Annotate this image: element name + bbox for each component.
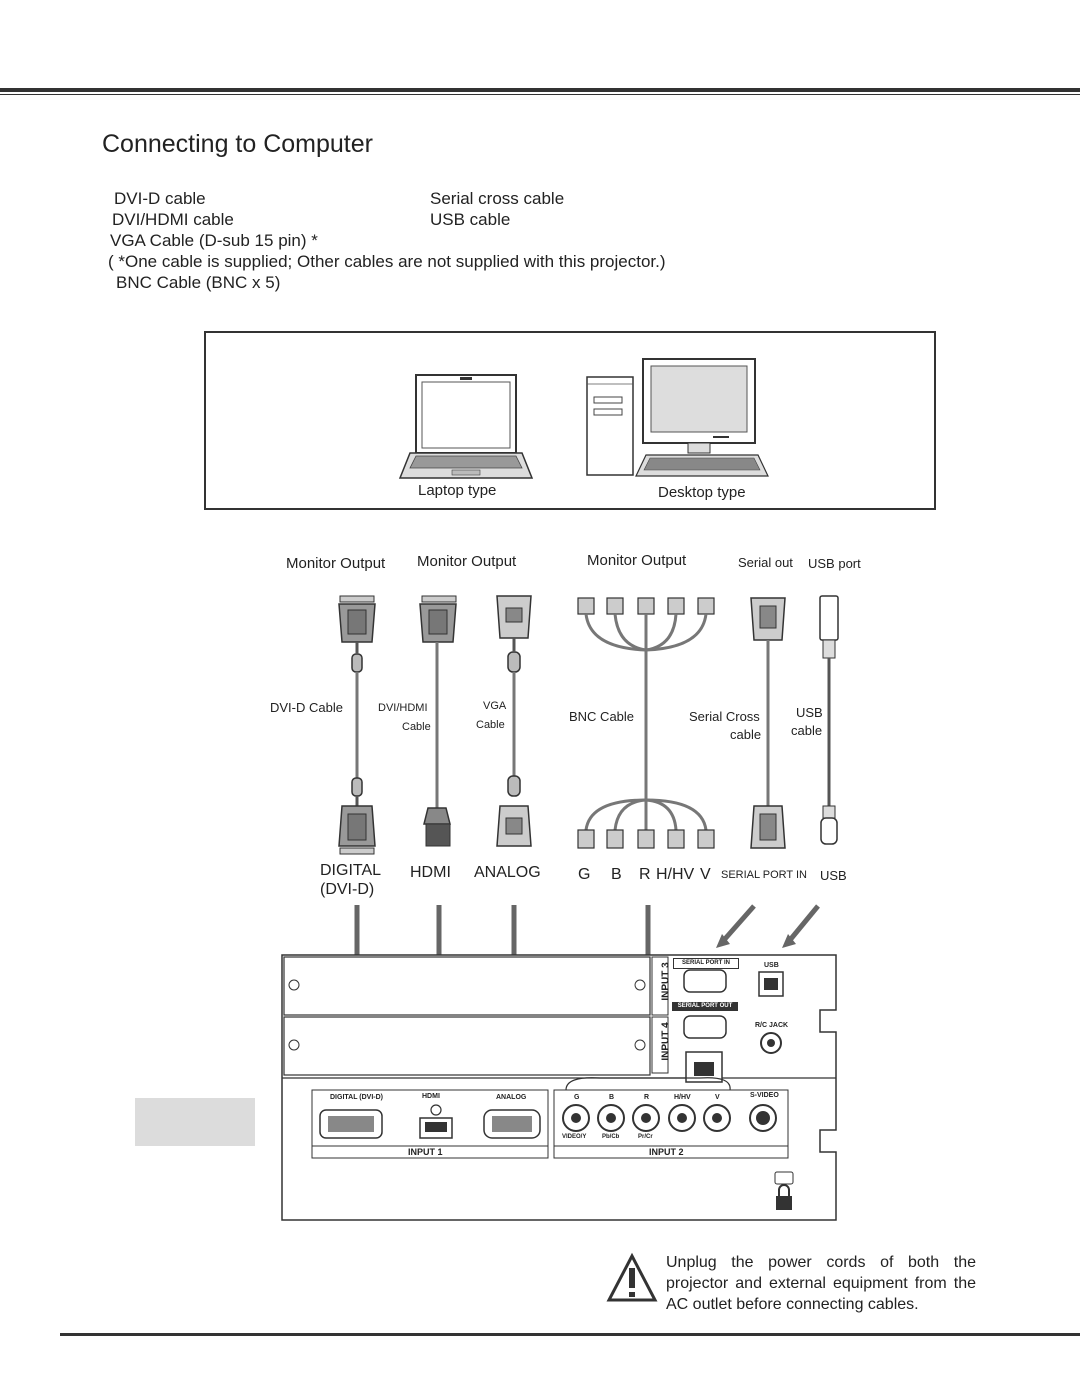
- panel-v-label: V: [715, 1094, 720, 1101]
- header-rule-thick: [0, 88, 1080, 92]
- cable-dvi-hdmi: DVI/HDMI cable: [112, 210, 234, 229]
- cable-bnc: BNC Cable (BNC x 5): [116, 273, 281, 292]
- panel-video-y-label: VIDEO/Y: [562, 1134, 587, 1140]
- port-v-label: V: [700, 866, 711, 883]
- vga-cable: [496, 595, 532, 847]
- dvi-d-cable-label: DVI-D Cable: [270, 700, 343, 715]
- computer-box: [204, 331, 936, 510]
- dvi-hdmi-cable-label-1: DVI/HDMI: [378, 702, 428, 714]
- cable-dvi-d: DVI-D cable: [114, 189, 206, 208]
- panel-serial-in-label: SERIAL PORT IN: [673, 958, 739, 969]
- panel-svideo-label: S-VIDEO: [750, 1092, 779, 1099]
- port-analog-label: ANALOG: [474, 864, 541, 881]
- warning-text: Unplug the power cords of both the proje…: [666, 1254, 976, 1313]
- panel-input1-label: INPUT 1: [408, 1147, 443, 1157]
- panel-digital-label: DIGITAL (DVI-D): [330, 1094, 384, 1101]
- cable-vga: VGA Cable (D-sub 15 pin) *: [110, 231, 318, 250]
- panel-input4-label: INPUT 4: [660, 1022, 672, 1061]
- panel-b-label: B: [609, 1094, 615, 1101]
- warning-icon: [606, 1252, 658, 1302]
- monitor-output-label-3: Monitor Output: [587, 552, 687, 569]
- serial-cable-label-1: Serial Cross: [689, 709, 760, 724]
- usb-cable: [819, 595, 839, 845]
- bnc-cable: [577, 597, 715, 849]
- dvi-d-cable: [338, 595, 376, 855]
- port-b-label: B: [611, 866, 622, 883]
- port-usb-label: USB: [820, 868, 847, 883]
- footer-rule: [60, 1333, 1080, 1336]
- port-dvi-d-label: (DVI-D): [320, 881, 375, 898]
- serial-out-label: Serial out: [738, 555, 793, 570]
- page-title: Connecting to Computer: [102, 130, 373, 158]
- port-hdmi-label: HDMI: [410, 864, 451, 881]
- cable-serial-cross: Serial cross cable: [430, 189, 565, 208]
- port-g-label: G: [578, 866, 591, 883]
- port-hhv-label: H/HV: [656, 866, 695, 883]
- bnc-cable-label: BNC Cable: [569, 709, 635, 724]
- panel-hdmi-logo: HDMI: [422, 1093, 440, 1100]
- monitor-output-label-2: Monitor Output: [417, 553, 517, 570]
- usb-cable-label-1: USB: [796, 705, 823, 720]
- panel-usb-label: USB: [764, 962, 779, 969]
- laptop-icon: [398, 374, 534, 479]
- projector-panel: [281, 954, 837, 1221]
- panel-pr-cr-label: Pr/Cr: [638, 1134, 653, 1140]
- panel-input3-label: INPUT 3: [660, 962, 672, 1001]
- serial-cable: [750, 597, 786, 849]
- vga-cable-label-2: Cable: [476, 719, 505, 731]
- panel-r-label: R: [644, 1094, 650, 1101]
- monitor-output-label-1: Monitor Output: [286, 555, 386, 572]
- panel-hhv-label: H/HV: [674, 1094, 691, 1101]
- header-rule-thin: [0, 94, 1080, 95]
- port-serial-in-label: SERIAL PORT IN: [721, 869, 807, 881]
- desktop-icon: [586, 358, 769, 477]
- panel-serial-out-label: SERIAL PORT OUT: [672, 1002, 738, 1011]
- dvi-hdmi-cable-label-2: Cable: [402, 721, 431, 733]
- port-r-label: R: [639, 866, 651, 883]
- panel-g-label: G: [574, 1094, 580, 1101]
- cable-list: DVI-D cable Serial cross cable DVI/HDMI …: [108, 188, 728, 293]
- usb-port-label: USB port: [808, 556, 861, 571]
- cable-usb: USB cable: [430, 210, 511, 229]
- panel-pb-cb-label: Pb/Cb: [602, 1134, 620, 1140]
- gray-box: [135, 1098, 255, 1146]
- port-digital-label: DIGITAL: [320, 862, 382, 879]
- panel-rc-jack-label: R/C JACK: [755, 1022, 789, 1029]
- vga-cable-label-1: VGA: [483, 700, 507, 712]
- serial-cable-label-2: cable: [730, 727, 762, 742]
- cable-note: ( *One cable is supplied; Other cables a…: [108, 252, 666, 271]
- usb-cable-label-2: cable: [791, 723, 823, 738]
- dvi-hdmi-cable: [419, 595, 457, 847]
- desktop-label: Desktop type: [658, 484, 746, 501]
- panel-input2-label: INPUT 2: [649, 1147, 684, 1157]
- panel-analog-label: ANALOG: [496, 1094, 527, 1101]
- laptop-label: Laptop type: [418, 482, 497, 499]
